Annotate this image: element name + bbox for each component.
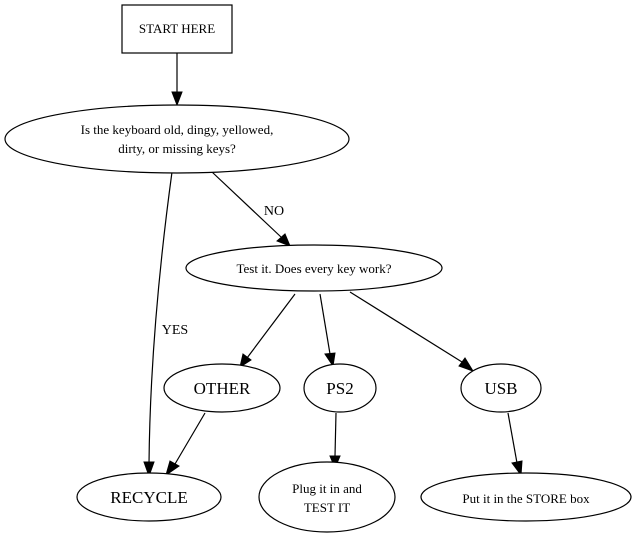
node-ps2-label: PS2	[326, 379, 353, 398]
edge-test-to-ps2	[319, 293, 331, 355]
edge-test-to-other	[246, 293, 296, 359]
node-store-label: Put it in the STORE box	[462, 491, 590, 506]
node-usb[interactable]: USB	[460, 363, 542, 413]
arrowhead-icon	[165, 460, 180, 477]
node-plug-test[interactable]: Plug it in and TEST IT	[258, 461, 396, 533]
node-ps2[interactable]: PS2	[303, 363, 377, 413]
arrowhead-icon	[276, 233, 291, 247]
edge-usb-to-store	[507, 412, 518, 464]
edge-label-yes: YES	[162, 323, 188, 338]
node-start-label: START HERE	[139, 21, 215, 36]
edge-condition-to-test	[211, 171, 282, 238]
edge-test-to-usb	[349, 291, 463, 363]
node-usb-label: USB	[484, 379, 517, 398]
edge-condition-to-recycle	[148, 171, 173, 465]
node-other-label: OTHER	[194, 379, 251, 398]
node-start[interactable]: START HERE	[121, 4, 233, 54]
arrowhead-icon	[511, 460, 523, 477]
arrowhead-icon	[171, 91, 183, 107]
node-plug-test-line2: TEST IT	[304, 500, 350, 515]
edge-label-no: NO	[264, 204, 284, 219]
node-question-test-label: Test it. Does every key work?	[236, 261, 391, 276]
edge-other-to-recycle	[174, 412, 206, 465]
node-recycle[interactable]: RECYCLE	[76, 472, 222, 522]
arrowhead-icon	[458, 357, 475, 372]
node-question-condition-line1: Is the keyboard old, dingy, yellowed,	[81, 122, 274, 137]
node-question-condition-line2: dirty, or missing keys?	[118, 141, 236, 156]
node-question-condition[interactable]: Is the keyboard old, dingy, yellowed, di…	[4, 104, 350, 174]
arrowhead-icon	[143, 461, 155, 478]
node-other[interactable]: OTHER	[163, 363, 281, 413]
edge-ps2-to-plugtest	[334, 412, 337, 457]
node-store[interactable]: Put it in the STORE box	[420, 472, 632, 522]
node-plug-test-line1: Plug it in and	[292, 481, 362, 496]
edges	[143, 53, 523, 478]
arrowhead-icon	[324, 352, 336, 368]
node-recycle-label: RECYCLE	[110, 488, 187, 507]
arrowhead-icon	[239, 353, 252, 369]
node-question-test[interactable]: Test it. Does every key work?	[185, 244, 443, 292]
